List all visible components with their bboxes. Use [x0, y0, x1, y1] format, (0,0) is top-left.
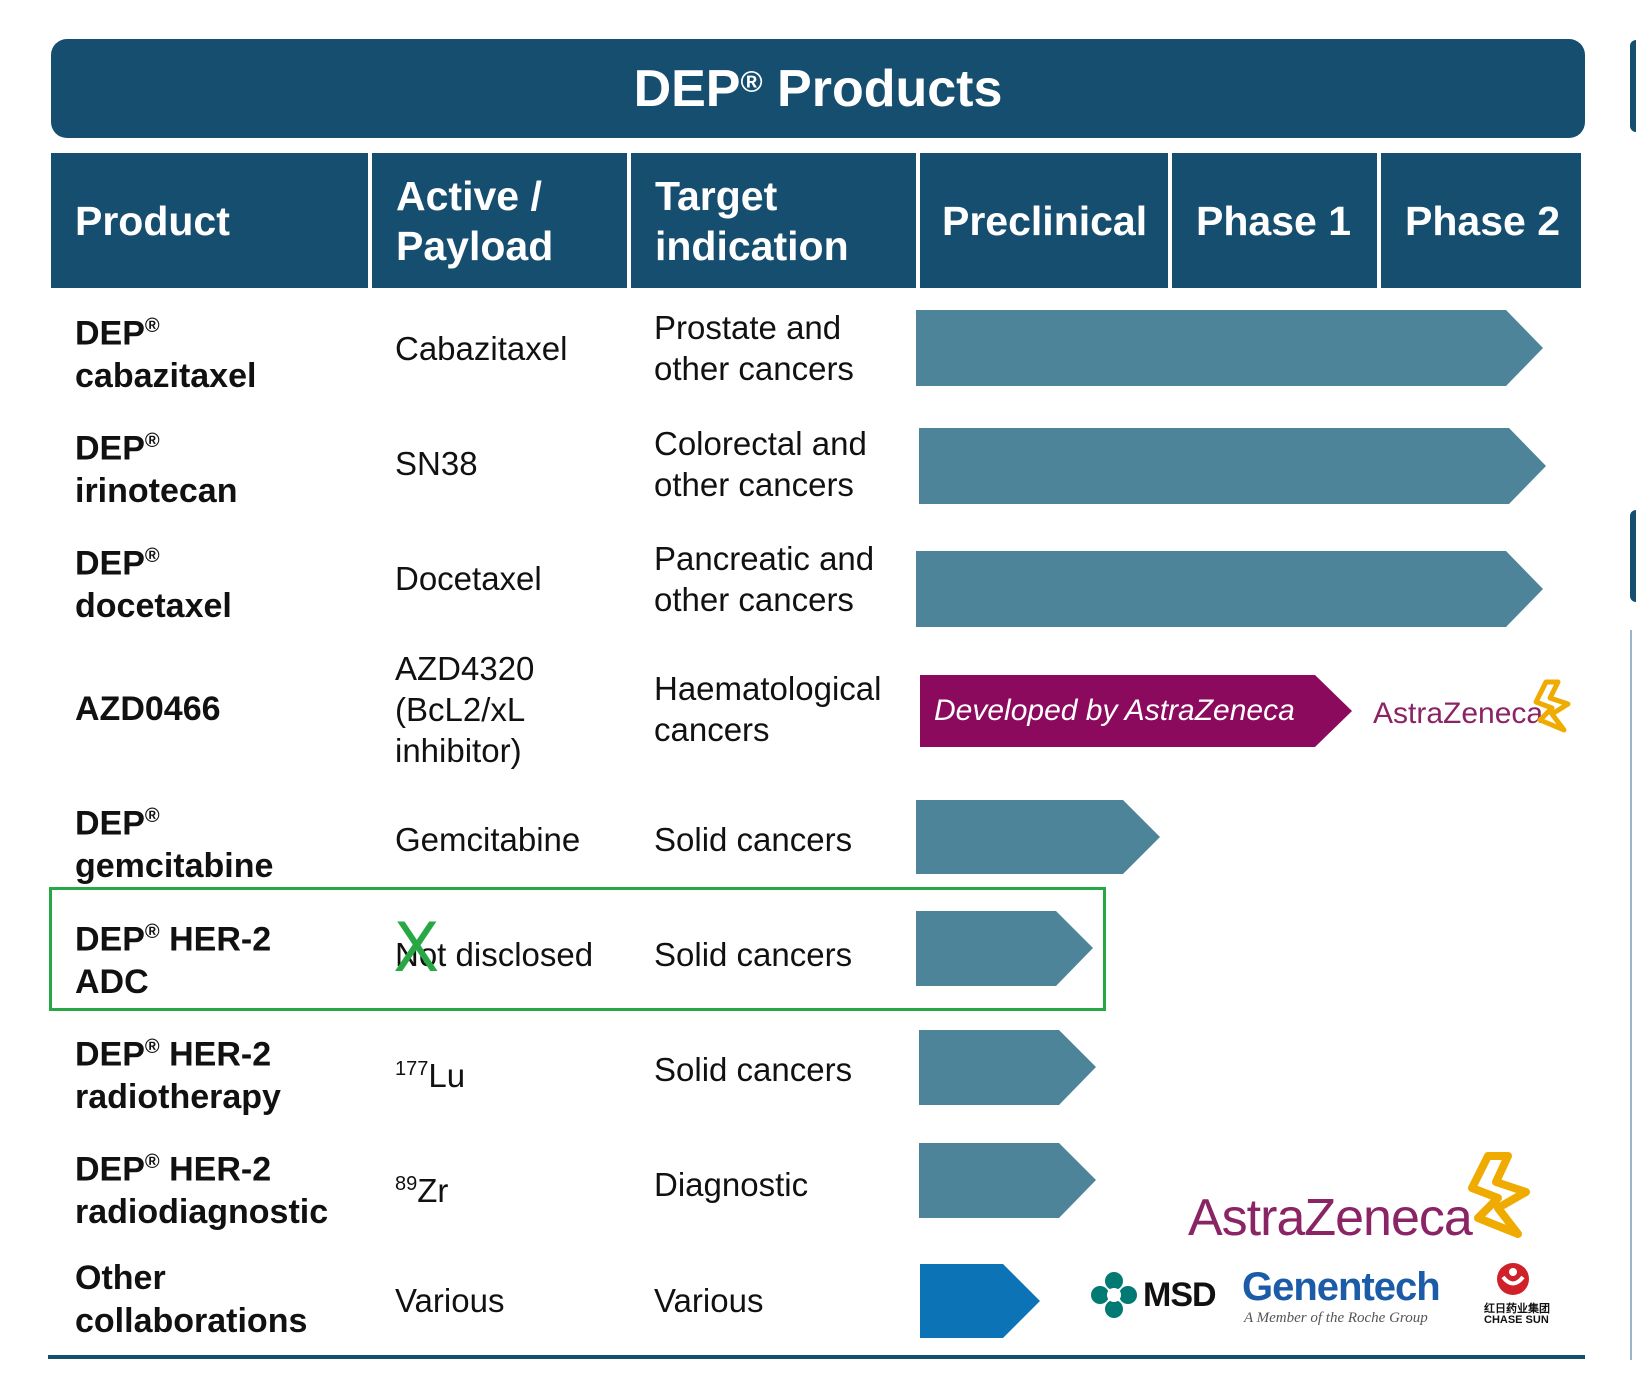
pipeline-arrow-preclinical — [919, 1143, 1096, 1218]
header-preclinical-label: Preclinical — [942, 197, 1148, 244]
genentech-logo: Genentech — [1242, 1265, 1441, 1309]
astrazeneca-symbol-icon — [1468, 1152, 1530, 1238]
product-name: DEP®irinotecan — [75, 429, 238, 511]
chase-sun-logo-icon — [1497, 1263, 1529, 1295]
header-phase1: Phase 1 — [1172, 153, 1377, 288]
pipeline-arrow-preclinical — [916, 911, 1093, 986]
page-title: DEP® Products — [51, 39, 1585, 138]
msd-logo-icon — [1091, 1272, 1137, 1318]
target-cell: Diagnostic — [654, 1166, 809, 1203]
highlight-box — [49, 887, 1106, 1011]
genentech-tagline: A Member of the Roche Group — [1244, 1310, 1428, 1326]
product-name: DEP®docetaxel — [75, 544, 232, 626]
header-phase2: Phase 2 — [1381, 153, 1581, 288]
right-edge-line — [1630, 630, 1632, 1360]
target-cell: Solid cancers — [654, 936, 853, 973]
pipeline-arrow-preclinical — [916, 800, 1160, 874]
developed-by-label: Developed by AstraZeneca — [934, 694, 1295, 727]
payload-cell: Gemcitabine — [395, 821, 581, 858]
header-payload: Active /Payload — [372, 153, 627, 288]
payload-cell: 89Zr — [395, 1172, 449, 1209]
payload-cell: Various — [395, 1282, 505, 1319]
pipeline-arrow-phase2 — [919, 428, 1546, 504]
astrazeneca-symbol-icon — [1533, 679, 1571, 733]
header-phase1-label: Phase 1 — [1196, 197, 1351, 244]
product-name: AZD0466 — [75, 690, 221, 728]
pipeline-arrow-astrazeneca — [920, 675, 1352, 747]
header-phase2-label: Phase 2 — [1405, 197, 1560, 244]
target-cell: Solid cancers — [654, 821, 853, 858]
payload-cell: Docetaxel — [395, 560, 542, 597]
payload-cell: Cabazitaxel — [395, 330, 568, 367]
payload-cell: 177Lu — [395, 1057, 466, 1094]
chase-sun-cn: 红日药业集团 — [1484, 1302, 1550, 1315]
product-name: DEP®cabazitaxel — [75, 314, 257, 396]
msd-logo: MSD — [1143, 1276, 1217, 1314]
header-preclinical: Preclinical — [920, 153, 1168, 288]
target-cell: Various — [654, 1282, 764, 1319]
cross-mark-icon: X — [393, 909, 440, 988]
astrazeneca-logo-large: AstraZeneca — [1188, 1189, 1473, 1247]
header-payload-label: Active /Payload — [396, 172, 554, 269]
title-suffix: Products — [762, 59, 1003, 118]
pipeline-arrow-preclinical — [919, 1030, 1096, 1105]
payload-cell: SN38 — [395, 445, 478, 482]
target-cell: Solid cancers — [654, 1051, 853, 1088]
right-edge-tab-2 — [1630, 510, 1636, 602]
title-reg: ® — [740, 65, 763, 99]
right-edge-tab-1 — [1630, 40, 1636, 132]
pipeline-arrow-phase2 — [916, 551, 1543, 627]
payload-cell: Not disclosed — [395, 936, 594, 973]
header-product: Product — [51, 153, 368, 288]
pipeline-arrow-preclinical — [920, 1264, 1040, 1338]
title-text: DEP — [633, 59, 741, 118]
product-name: DEP®gemcitabine — [75, 804, 274, 886]
header-product-label: Product — [75, 197, 230, 244]
bottom-rule — [48, 1355, 1585, 1359]
pipeline-arrow-phase2 — [916, 310, 1543, 386]
astrazeneca-logo-small: AstraZeneca — [1373, 697, 1544, 730]
chase-sun-en: CHASE SUN — [1484, 1314, 1549, 1326]
